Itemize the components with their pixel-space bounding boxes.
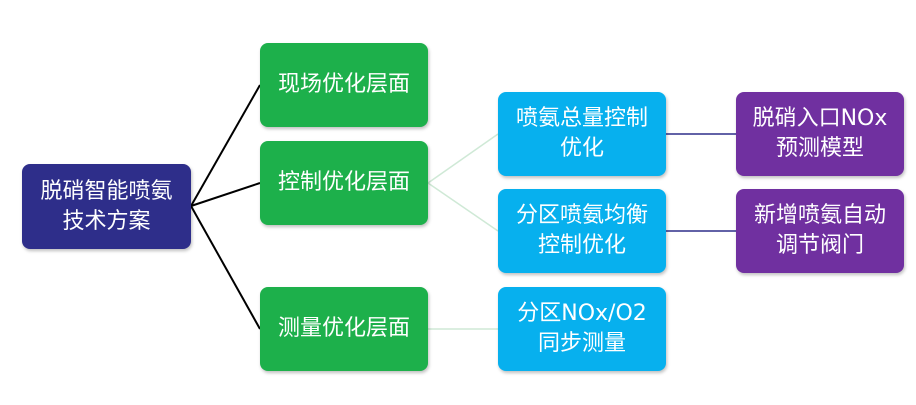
auto-valve-line2: 调节阀门 [775,233,864,258]
control-optimization-node: 控制优化层面 [260,141,428,225]
zone-sync-line1: 分区NOx/O2 [517,301,647,326]
nox-prediction-model-node: 脱硝入口NOx 预测模型 [736,92,904,176]
link-root-control [190,182,261,207]
zone-ammonia-line2: 控制优化 [537,233,626,258]
zone-sync-line2: 同步测量 [537,331,626,356]
field-optimization-node: 现场优化层面 [260,43,428,127]
measurement-optimization-label: 测量优化层面 [277,316,410,341]
root-line2: 技术方案 [62,208,151,234]
total-ammonia-control-node: 喷氨总量控制 优化 [498,92,666,176]
link-root-measure [190,205,261,330]
auto-valve-node: 新增喷氨自动 调节阀门 [736,189,904,273]
control-optimization-label: 控制优化层面 [277,170,410,195]
zone-sync-measurement-node: 分区NOx/O2 同步测量 [498,287,666,371]
link-control-total [427,133,499,184]
measurement-optimization-node: 测量优化层面 [260,287,428,371]
nox-model-line2: 预测模型 [775,136,864,161]
link-control-zone [427,182,499,232]
nox-model-line1: 脱硝入口NOx [752,106,888,131]
total-ammonia-line2: 优化 [559,136,604,161]
field-optimization-label: 现场优化层面 [277,72,410,97]
total-ammonia-line1: 喷氨总量控制 [515,106,648,131]
auto-valve-line1: 新增喷氨自动 [753,203,886,228]
root-node: 脱硝智能喷氨 技术方案 [22,164,191,249]
root-line1: 脱硝智能喷氨 [40,178,173,204]
zone-ammonia-balance-node: 分区喷氨均衡 控制优化 [498,189,666,273]
zone-ammonia-line1: 分区喷氨均衡 [515,203,648,228]
link-root-field [190,84,261,207]
